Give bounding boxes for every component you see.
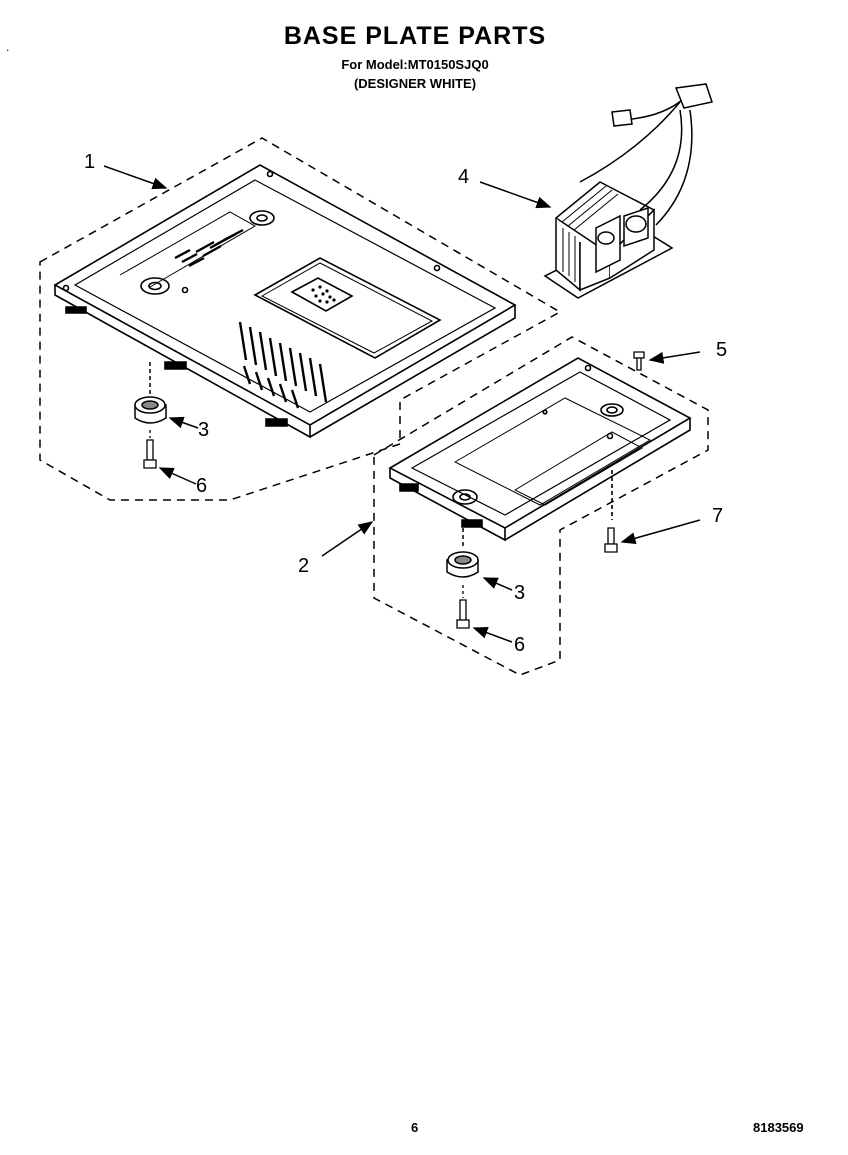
leader-arrows	[103, 165, 701, 643]
callout-4: 4	[458, 166, 469, 188]
color-line: (DESIGNER WHITE)	[353, 76, 477, 91]
screw-6-right	[456, 585, 470, 629]
base-plate-1-dashed-outline	[39, 137, 562, 501]
document-code: 8183569	[753, 1120, 804, 1135]
foot-3-left	[134, 362, 167, 424]
callout-6-left: 6	[196, 475, 207, 497]
model-line: For Model:MT0150SJQ0	[341, 57, 489, 72]
callout-3-right: 3	[514, 582, 525, 604]
callout-7: 7	[712, 505, 723, 527]
callout-5: 5	[716, 339, 727, 361]
callout-2: 2	[298, 555, 309, 577]
callout-1: 1	[84, 151, 95, 173]
screw-7	[604, 527, 618, 553]
page-number: 6	[411, 1120, 419, 1135]
screw-6-left	[143, 430, 157, 469]
callout-6-right: 6	[514, 634, 525, 656]
foot-3-right	[446, 528, 479, 578]
screw-5	[633, 351, 645, 371]
callout-3-left: 3	[198, 419, 209, 441]
base-plate-2	[388, 357, 692, 542]
page-title: BASE PLATE PARTS	[283, 22, 547, 50]
corner-dot: .	[6, 40, 10, 54]
base-plate-2-dashed-outline	[373, 336, 709, 676]
base-plate-1	[53, 164, 517, 439]
transformer-4	[543, 83, 713, 299]
